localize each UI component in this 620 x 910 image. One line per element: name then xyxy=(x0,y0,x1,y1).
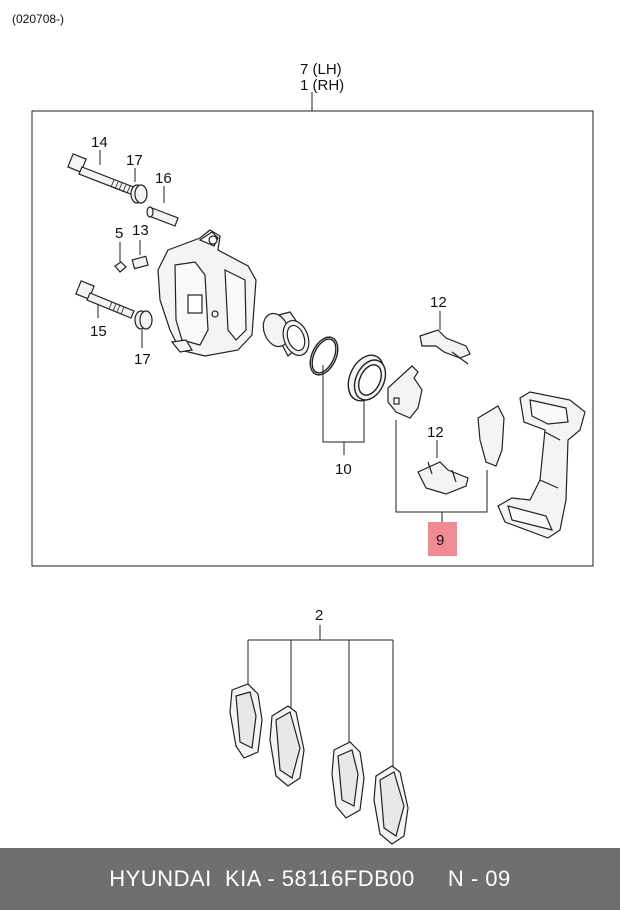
caliper-housing xyxy=(157,229,257,357)
guide-bolt-15 xyxy=(75,280,135,319)
piston-boot xyxy=(347,354,387,402)
caliper-carrier xyxy=(497,391,586,539)
label-part-13: 13 xyxy=(132,222,149,239)
footer-bar: HYUNDAI KIA - 58116FDB00 N - 09 xyxy=(0,848,620,910)
label-part-15: 15 xyxy=(90,323,107,340)
guide-bolt-14 xyxy=(67,153,137,196)
brake-pads xyxy=(229,683,409,845)
label-assembly-rh: 1 (RH) xyxy=(300,77,344,94)
label-part-12-bottom: 12 xyxy=(427,424,444,441)
label-part-14: 14 xyxy=(91,134,108,151)
label-part-9: 9 xyxy=(436,532,444,549)
pad-shim-9 xyxy=(387,365,423,419)
boot-17-top xyxy=(130,184,148,204)
label-part-12-top: 12 xyxy=(430,294,447,311)
pad-shim-outer xyxy=(477,405,505,467)
footer-brand: HYUNDAI KIA - 58116FDB00 xyxy=(109,866,415,891)
header-code: (020708-) xyxy=(12,12,64,26)
footer-spacer xyxy=(415,866,448,892)
guide-pin-16 xyxy=(146,206,179,227)
label-part-17-top: 17 xyxy=(126,152,143,169)
piston-seal xyxy=(309,336,339,376)
pad-clip-12-bottom xyxy=(417,461,469,495)
label-part-2: 2 xyxy=(315,607,323,624)
highlight-part-9 xyxy=(428,522,457,556)
piston xyxy=(262,311,310,357)
label-part-17-bottom: 17 xyxy=(134,351,151,368)
pad-clip-12-top xyxy=(419,329,471,365)
label-part-5: 5 xyxy=(115,225,123,242)
boot-17-bottom xyxy=(134,310,153,330)
label-part-10: 10 xyxy=(335,461,352,478)
bleeder-cap-5 xyxy=(114,261,127,273)
label-part-16: 16 xyxy=(155,170,172,187)
assembly-frame xyxy=(31,110,594,567)
bleeder-screw-13 xyxy=(131,255,149,270)
label-assembly-lh: 7 (LH) xyxy=(300,61,342,78)
footer-page: N - 09 xyxy=(447,866,511,891)
